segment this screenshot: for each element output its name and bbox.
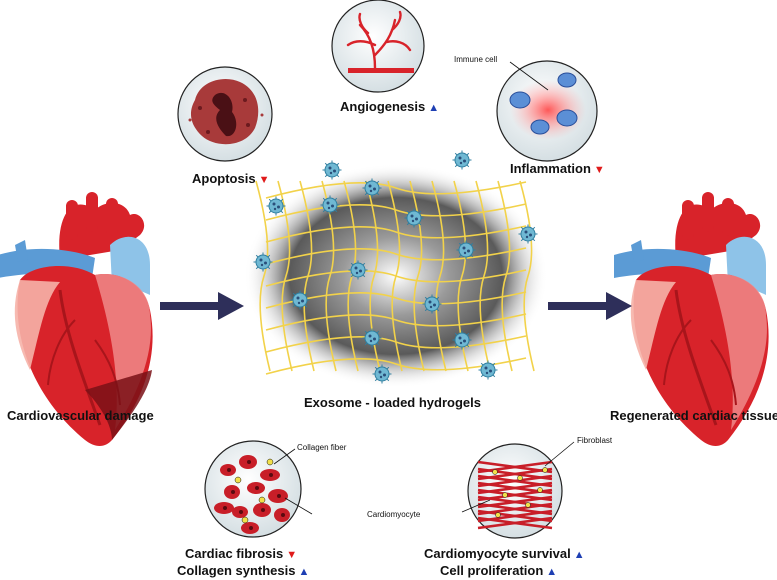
label-regenerated-tissue: Regenerated cardiac tissue [610,408,777,423]
damaged-heart [0,190,155,448]
fibroblast-icon [525,502,531,508]
label-cardiac-fibrosis: Cardiac fibrosis▼ [185,546,297,561]
survival-circle [461,441,575,539]
label-collagen-fiber: Collagen fiber [297,443,347,452]
fibroblast-icon [234,476,242,484]
exosome-icon [452,150,472,170]
exosome-icon [290,290,310,310]
hydrogel-fiber [519,180,535,372]
label-cardiovascular-damage: Cardiovascular damage [7,408,154,423]
exosome-icon [362,328,382,348]
exosome-icon [478,360,498,380]
label-inflammation: Inflammation▼ [510,161,605,176]
exosome-icon [456,240,476,260]
hydrogel-fiber [265,357,527,375]
exosome-icon [266,196,286,216]
angiogenesis-text: Angiogenesis [340,99,426,114]
exosome-icon [518,224,538,244]
nucleus-icon [239,510,243,514]
label-angiogenesis: Angiogenesis▲ [340,99,439,114]
label-cell-proliferation: Cell proliferation▲ [440,563,557,578]
hydrogel-fiber [265,225,527,243]
fibroblast-icon [241,516,249,524]
fibroblast-icon [266,458,274,466]
hydrogel-fiber [475,180,491,372]
exosome-icon [404,208,424,228]
fibroblast-icon [495,512,501,518]
nucleus-icon [261,508,265,512]
label-cardiomyocyte: Cardiomyocyte [367,510,421,519]
fibroblast-icon [492,469,498,475]
hydrogel-fiber [265,247,527,265]
fibroblast-icon [517,475,523,481]
decrease-icon: ▼ [258,174,270,186]
hydrogel-fiber [265,181,527,199]
label-apoptosis: Apoptosis▼ [192,171,269,186]
label-exosome-hydrogels: Exosome - loaded hydrogels [304,395,481,410]
exosome-icon [320,195,340,215]
hydrogel-fiber [321,180,337,372]
decrease-icon: ▼ [593,164,605,176]
hydrogel-fiber [277,180,293,372]
nucleus-icon [277,494,281,498]
nucleus-icon [231,490,235,494]
fibroblast-icon [502,492,508,498]
increase-icon: ▲ [573,549,585,561]
collagen-synthesis-text: Collagen synthesis [177,563,296,578]
hydrogel-fiber [255,180,271,372]
fibrosis-circle [204,440,313,538]
exosome-icon [422,294,442,314]
decrease-icon: ▼ [286,549,298,561]
increase-icon: ▲ [546,566,558,578]
hydrogel-fiber [265,291,527,309]
fibroblast-icon [542,467,548,473]
exosome-icon [362,178,382,198]
increase-icon: ▲ [298,566,310,578]
exosome-icon [452,330,472,350]
hydrogel-fiber [387,180,403,372]
hydrogel-fiber [265,203,527,221]
exosome-icon [322,160,342,180]
hydrogel-fiber [431,180,447,372]
exosome-icon [372,364,392,384]
hydrogel-fiber [299,180,315,372]
nucleus-icon [227,468,231,472]
exosome-icon [253,252,273,272]
cardiomyocyte-survival-text: Cardiomyocyte survival [424,546,571,561]
arrow-right [548,292,632,320]
hydrogel-fiber [497,180,513,372]
apoptosis-circle [177,66,273,162]
label-collagen-synthesis: Collagen synthesis▲ [177,563,309,578]
inflammation-text: Inflammation [510,161,591,176]
label-fibroblast: Fibroblast [577,436,613,445]
nucleus-icon [247,460,251,464]
label-cardiomyocyte-survival: Cardiomyocyte survival▲ [424,546,585,561]
fibroblast-icon [258,496,266,504]
hydrogel-fiber [265,313,527,331]
nucleus-icon [269,473,273,477]
increase-icon: ▲ [428,102,440,114]
cell-proliferation-text: Cell proliferation [440,563,544,578]
nucleus-icon [249,526,253,530]
inflammation-circle [496,60,598,162]
angiogenesis-circle [331,0,425,93]
muscle-fiber [477,516,553,530]
cardiac-fibrosis-text: Cardiac fibrosis [185,546,284,561]
nucleus-icon [281,513,285,517]
apoptosis-text: Apoptosis [192,171,256,186]
label-immune-cell: Immune cell [454,55,498,64]
arrow-left [160,292,244,320]
nucleus-icon [223,506,227,510]
nucleus-icon [255,486,259,490]
exosome-icon [348,260,368,280]
fibroblast-icon [537,487,543,493]
hydrogel [244,150,548,388]
